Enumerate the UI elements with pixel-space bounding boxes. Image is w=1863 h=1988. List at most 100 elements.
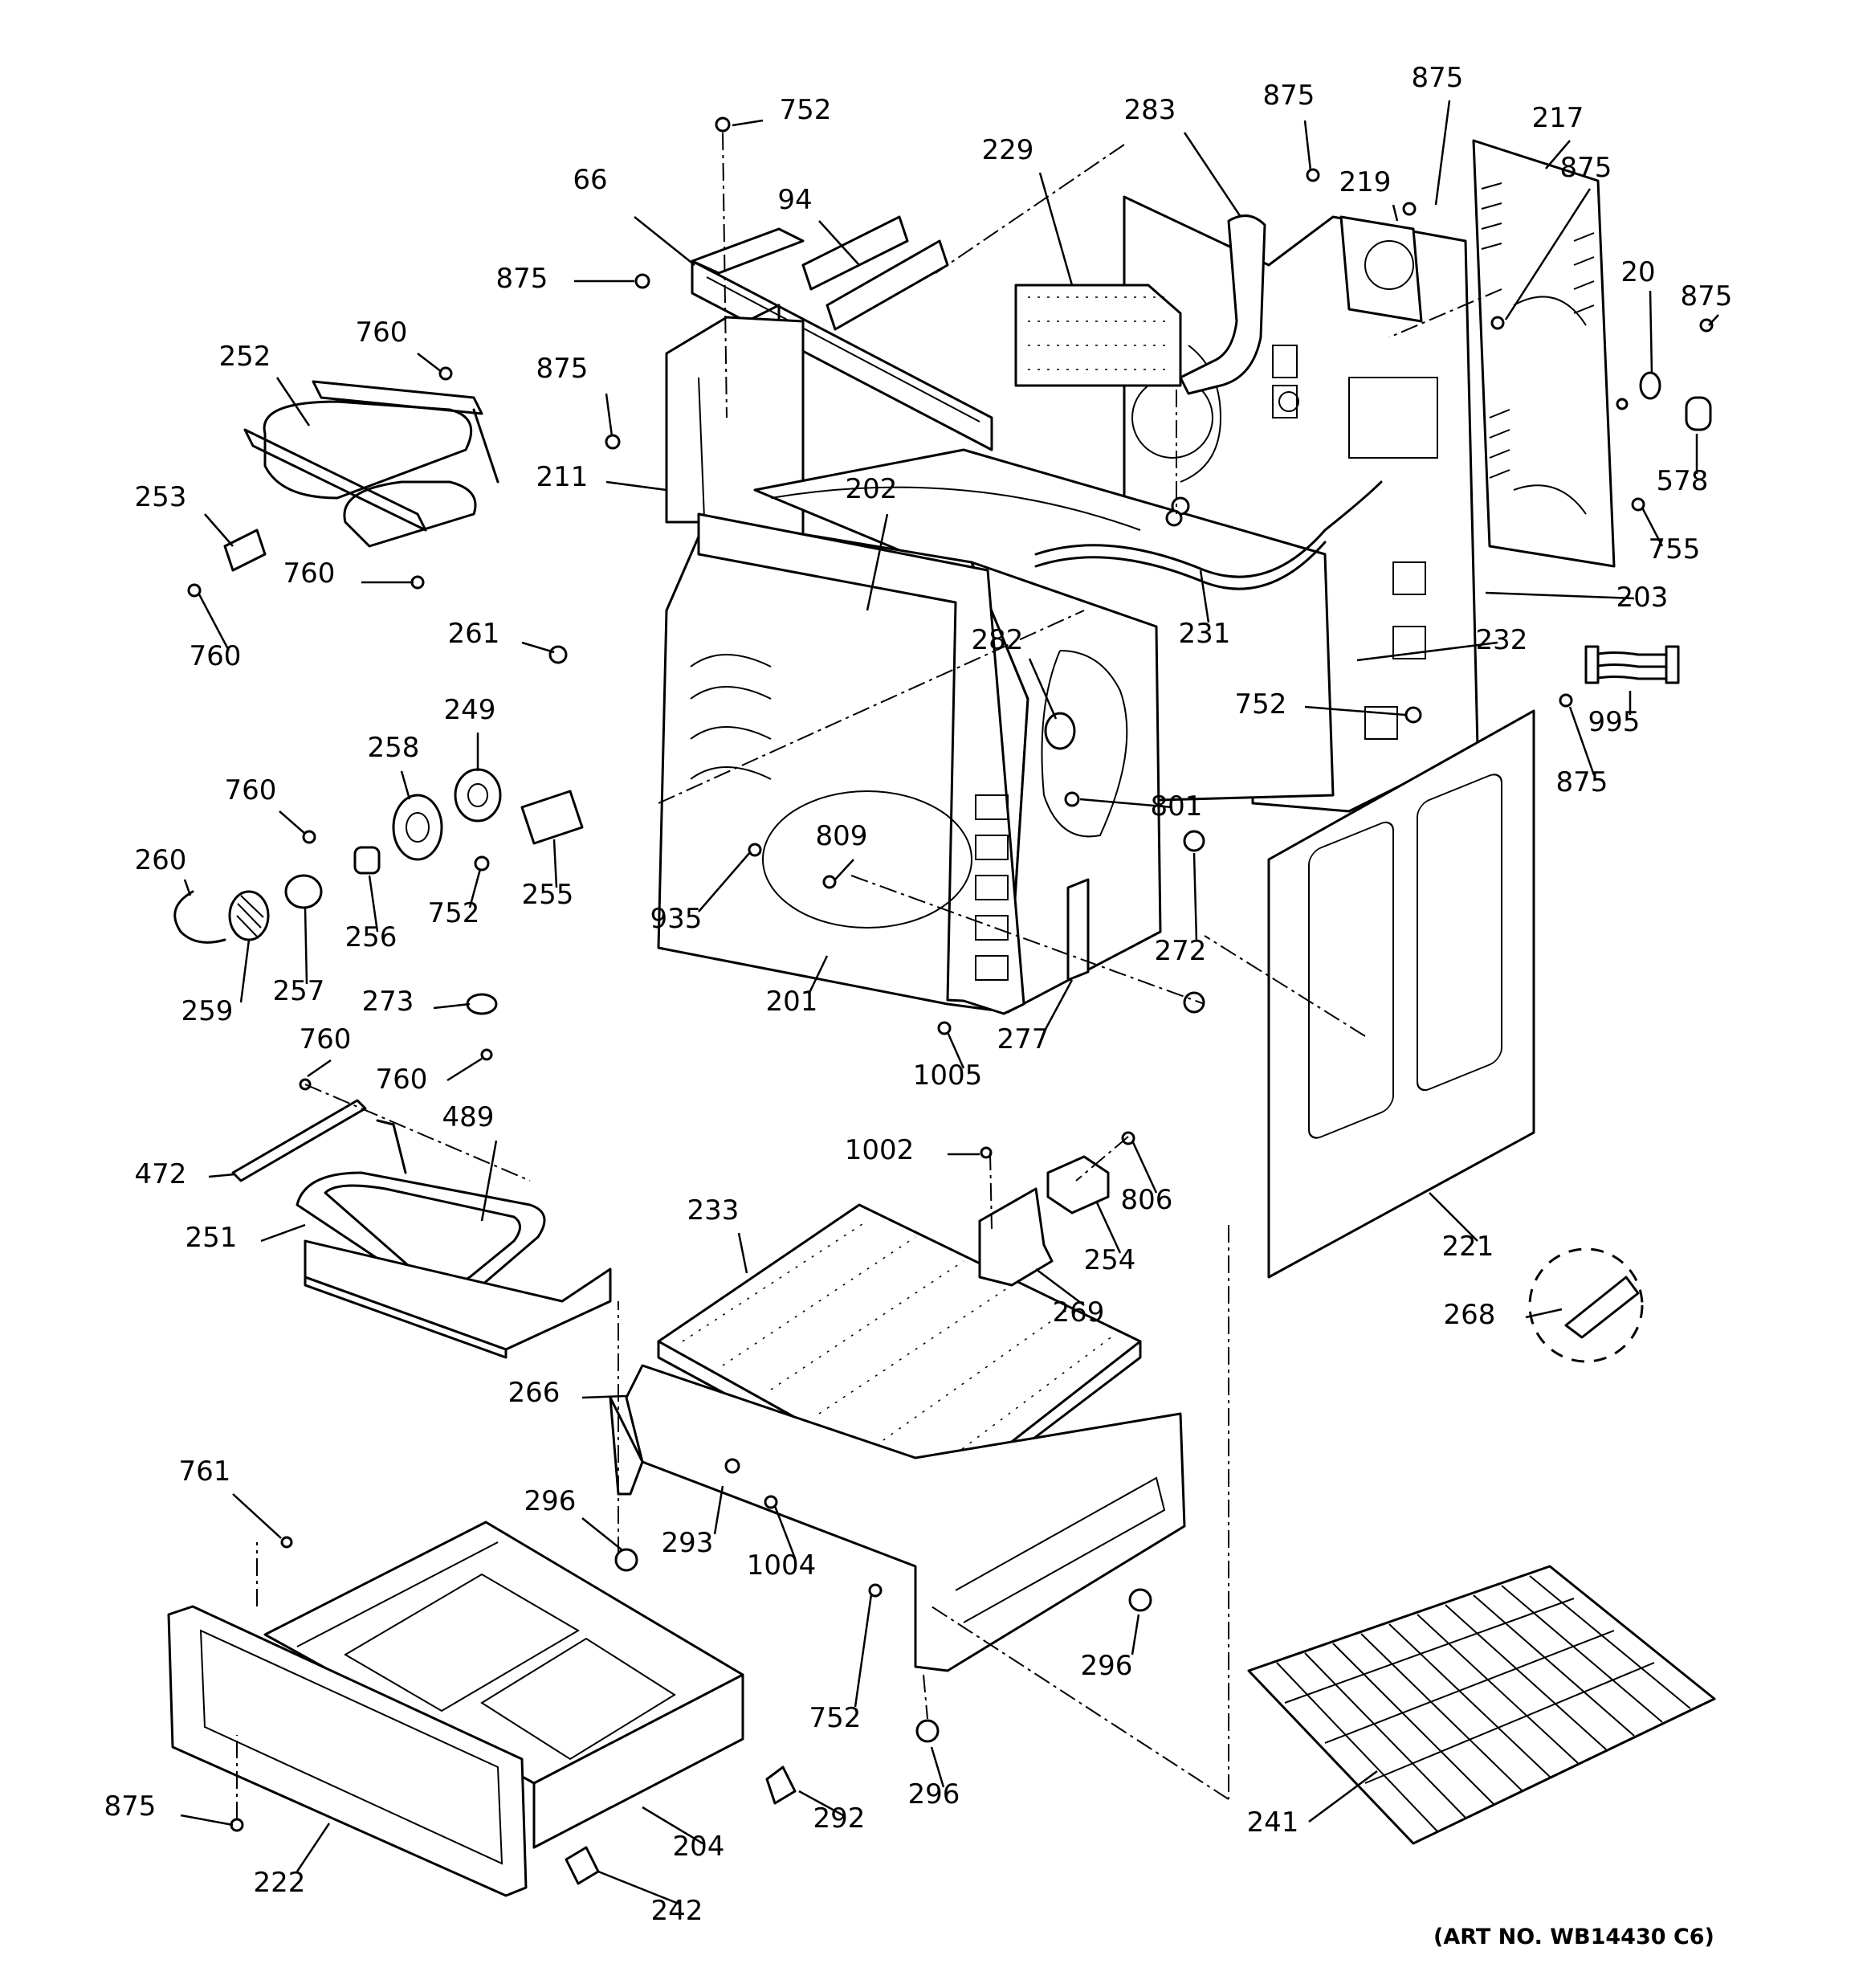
callout-label: 935 — [650, 903, 703, 935]
callout-1004: 1004 — [747, 1505, 816, 1582]
leader-line — [1568, 706, 1596, 776]
part-272-bumpers — [1183, 830, 1205, 1014]
leader-line — [713, 1485, 724, 1535]
callout-251: 251 — [185, 1222, 306, 1254]
callout-label: 211 — [536, 461, 589, 493]
callout-label: 257 — [273, 975, 325, 1007]
callout-label: 806 — [1121, 1184, 1173, 1216]
callout-760: 760 — [356, 316, 442, 373]
callout-752: 752 — [1235, 688, 1406, 720]
leader-line — [1641, 507, 1664, 547]
part-249-gasket — [454, 768, 502, 823]
leader-line — [1525, 1308, 1563, 1319]
callout-249: 249 — [444, 694, 495, 771]
callout-label: 241 — [1247, 1806, 1299, 1839]
part-283-duct — [1179, 214, 1266, 395]
callout-label: 258 — [368, 732, 420, 764]
callout-label: 254 — [1084, 1244, 1136, 1276]
leader-line — [581, 1517, 623, 1551]
leader-line — [368, 875, 379, 933]
callout-label: 222 — [254, 1867, 306, 1899]
callout-875: 875 — [496, 263, 634, 295]
callout-875: 875 — [536, 353, 614, 437]
callout-266: 266 — [508, 1377, 627, 1409]
part-268-detail — [1528, 1247, 1644, 1363]
part-229-insulation-blanket — [1014, 284, 1182, 387]
callout-241: 241 — [1247, 1770, 1378, 1839]
part-231-wire-harness — [1034, 480, 1383, 590]
leader-line — [204, 513, 234, 547]
callout-296: 296 — [1081, 1614, 1140, 1682]
leader-line — [930, 1746, 945, 1788]
callout-label: 1002 — [845, 1134, 915, 1166]
callout-label: 94 — [777, 184, 812, 216]
leader-line — [1308, 1770, 1378, 1823]
callout-label: 217 — [1532, 102, 1584, 134]
callout-label: 875 — [1681, 280, 1733, 312]
callout-1005: 1005 — [913, 1031, 982, 1092]
callout-242: 242 — [597, 1870, 703, 1927]
leader-line — [1199, 569, 1210, 623]
alignment-lines — [236, 132, 1502, 1819]
callout-935: 935 — [650, 851, 752, 935]
leader-line — [1028, 658, 1058, 720]
callout-label: 752 — [1235, 688, 1287, 720]
callout-875: 875 — [1412, 62, 1463, 206]
callout-label: 202 — [846, 473, 898, 505]
leader-line — [1485, 591, 1635, 600]
leader-line — [1545, 140, 1571, 169]
art-number: (ART NO. WB14430 C6) — [1433, 1925, 1714, 1949]
part-254-switch — [1046, 1155, 1110, 1214]
callout-label: 296 — [908, 1778, 960, 1810]
callout-label: 752 — [428, 897, 480, 929]
callout-label: 293 — [662, 1527, 714, 1559]
leader-line — [307, 1059, 332, 1078]
callout-229: 229 — [982, 134, 1074, 286]
callout-label: 755 — [1649, 533, 1701, 565]
callout-801: 801 — [1079, 790, 1202, 823]
leader-line — [446, 1057, 483, 1082]
part-251-element-cover — [304, 1239, 612, 1359]
leader-line — [642, 1806, 703, 1845]
callout-283: 283 — [1124, 94, 1242, 218]
callout-label: 296 — [524, 1485, 577, 1517]
callout-875: 875 — [1556, 706, 1608, 798]
callout-label: 760 — [376, 1063, 428, 1096]
leader-line — [773, 1505, 797, 1559]
callout-760: 760 — [225, 774, 306, 835]
callout-259: 259 — [181, 939, 251, 1027]
part-222-drawer-front — [167, 1605, 528, 1897]
leader-line — [208, 1173, 235, 1178]
part-995-harness — [1584, 645, 1680, 684]
callout-label: 292 — [813, 1802, 866, 1835]
part-256-socket — [353, 846, 381, 875]
leader-line — [275, 377, 311, 427]
leader-line — [597, 1870, 679, 1905]
leader-line — [279, 810, 306, 835]
callout-label: 472 — [135, 1158, 187, 1190]
part-277-hinge — [1066, 878, 1090, 982]
leader-line — [698, 851, 752, 912]
leader-line — [1649, 290, 1653, 374]
callout-875: 875 — [104, 1790, 234, 1827]
callout-806: 806 — [1121, 1140, 1173, 1216]
leader-line — [1429, 1192, 1478, 1242]
callout-203: 203 — [1485, 582, 1668, 614]
callout-254: 254 — [1084, 1200, 1136, 1276]
leader-line — [468, 868, 482, 908]
leader-line — [605, 393, 614, 437]
callout-256: 256 — [345, 875, 397, 953]
callout-257: 257 — [273, 907, 325, 1007]
callout-label: 259 — [181, 995, 234, 1027]
callout-label: 760 — [225, 774, 277, 806]
callout-760: 760 — [283, 557, 414, 590]
callout-label: 809 — [816, 820, 868, 852]
callout-296: 296 — [524, 1485, 623, 1551]
callout-20: 20 — [1620, 256, 1656, 374]
callout-label: 272 — [1155, 935, 1207, 967]
callout-label: 256 — [345, 921, 397, 953]
callout-label: 242 — [651, 1895, 703, 1927]
callout-label: 296 — [1081, 1650, 1133, 1682]
leader-line — [521, 641, 555, 654]
callout-268: 268 — [1444, 1299, 1563, 1331]
